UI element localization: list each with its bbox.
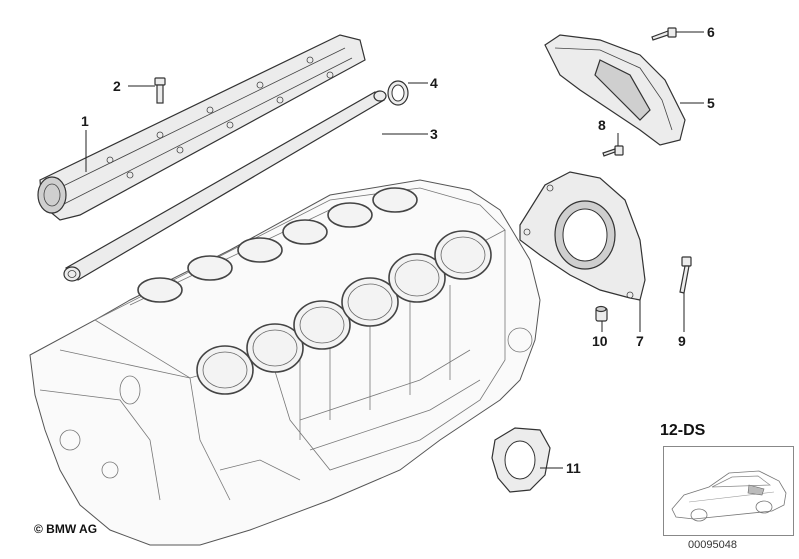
part-1-cover-rail xyxy=(37,34,366,221)
part-7-seal-carrier xyxy=(519,171,646,301)
callout-5: 5 xyxy=(707,95,715,111)
reference-number: 00095048 xyxy=(688,539,737,551)
callout-2: 2 xyxy=(113,78,121,94)
callout-1: 1 xyxy=(81,113,89,129)
callout-4: 4 xyxy=(430,75,438,91)
part-10-dowel-sleeve xyxy=(595,305,608,322)
vehicle-thumbnail xyxy=(663,446,794,536)
copyright-notice: © BMW AG xyxy=(34,522,98,536)
callout-6: 6 xyxy=(707,24,715,40)
part-9-bolt xyxy=(679,256,692,294)
group-code-label: 12-DS xyxy=(660,422,706,439)
callout-11: 11 xyxy=(566,460,581,476)
callout-3: 3 xyxy=(430,126,438,142)
part-8-bolt xyxy=(602,145,624,157)
part-6-bolt xyxy=(651,27,677,41)
part-2-bolt xyxy=(154,77,166,104)
leader-lines xyxy=(85,31,704,469)
part-5-end-cover xyxy=(544,34,686,146)
car-silhouette-icon xyxy=(671,470,787,522)
engine-block xyxy=(29,179,541,546)
callout-10: 10 xyxy=(592,333,608,349)
part-3-tube xyxy=(63,90,387,282)
part-4-o-ring xyxy=(387,80,409,106)
callout-8: 8 xyxy=(598,117,606,133)
callout-7: 7 xyxy=(636,333,644,349)
callout-9: 9 xyxy=(678,333,686,349)
callout-labels: 1 2 3 4 5 6 7 8 9 10 11 xyxy=(81,24,715,476)
part-11-gasket xyxy=(491,427,551,493)
